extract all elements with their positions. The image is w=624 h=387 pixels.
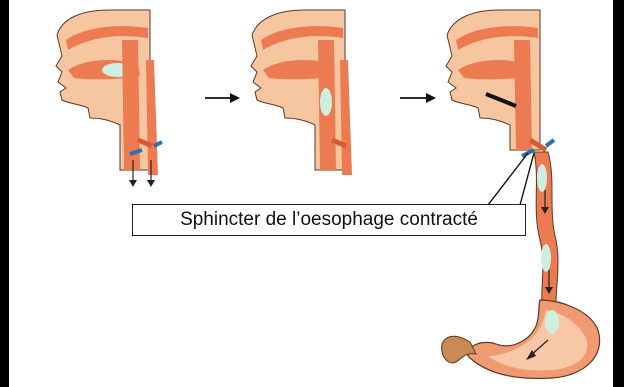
stage-1-head [56,10,162,187]
sphincter-label: Sphincter de l’oesophage contracté [180,209,478,231]
sphincter-label-box: Sphincter de l’oesophage contracté [132,204,526,236]
sequence-arrow [400,93,436,103]
esophagus [534,152,558,320]
stage-2-head [251,10,352,175]
blue-arrow [546,140,554,146]
sequence-arrow [205,93,240,103]
stage-3-head [446,10,554,156]
bolus [320,88,332,116]
stomach [442,300,600,378]
